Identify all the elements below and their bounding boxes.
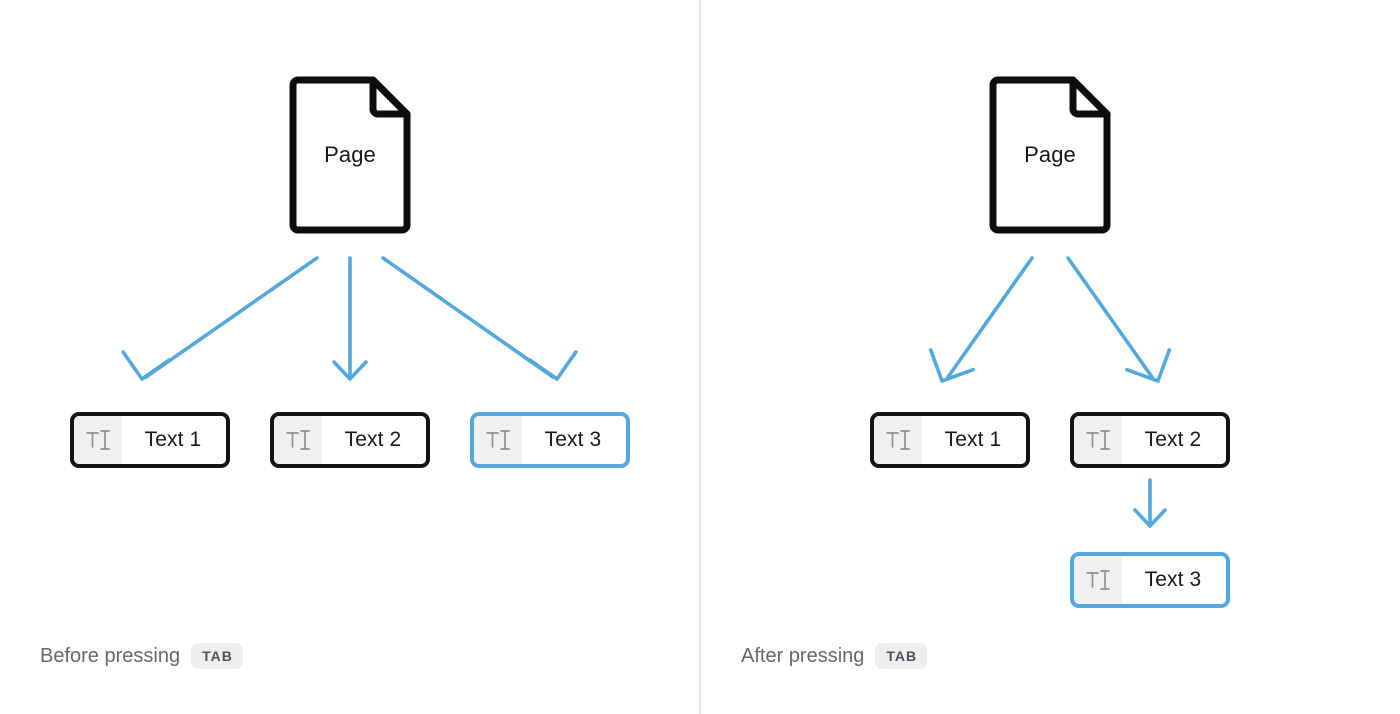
- text-field-node-1[interactable]: Text 1: [870, 412, 1030, 468]
- text-input-icon: [1074, 556, 1122, 604]
- text-field-node-3[interactable]: Text 3: [470, 412, 630, 468]
- caption-text: Before pressing: [40, 644, 181, 667]
- text-field-node-3[interactable]: Text 3: [1070, 552, 1230, 608]
- text-field-node-1[interactable]: Text 1: [70, 412, 230, 468]
- page-document-icon: [289, 76, 411, 234]
- text-input-icon: [274, 416, 322, 464]
- text-field-value: Text 1: [922, 416, 1026, 464]
- panel-before: Page Text 1: [0, 0, 699, 714]
- panel-after: Page Text 1: [701, 0, 1400, 714]
- page-node-right[interactable]: Page: [989, 76, 1111, 234]
- page-node-label: Page: [1024, 142, 1076, 167]
- caption-text: After pressing: [741, 644, 865, 667]
- text-input-icon: [1074, 416, 1122, 464]
- text-field-node-2[interactable]: Text 2: [1070, 412, 1230, 468]
- page-document-icon: [989, 76, 1111, 234]
- text-field-value: Text 3: [1122, 556, 1226, 604]
- panel-divider: [699, 0, 701, 714]
- text-field-value: Text 2: [322, 416, 426, 464]
- text-input-icon: [74, 416, 122, 464]
- tab-key-badge: TAB: [191, 643, 243, 669]
- text-field-value: Text 2: [1122, 416, 1226, 464]
- text-field-value: Text 3: [522, 416, 626, 464]
- text-input-icon: [874, 416, 922, 464]
- caption-after: After pressing TAB: [741, 643, 928, 669]
- text-field-value: Text 1: [122, 416, 226, 464]
- page-node-left[interactable]: Page: [289, 76, 411, 234]
- text-field-node-2[interactable]: Text 2: [270, 412, 430, 468]
- page-node-label: Page: [324, 142, 376, 167]
- caption-before: Before pressing TAB: [40, 643, 243, 669]
- text-input-icon: [474, 416, 522, 464]
- tab-key-badge: TAB: [875, 643, 928, 669]
